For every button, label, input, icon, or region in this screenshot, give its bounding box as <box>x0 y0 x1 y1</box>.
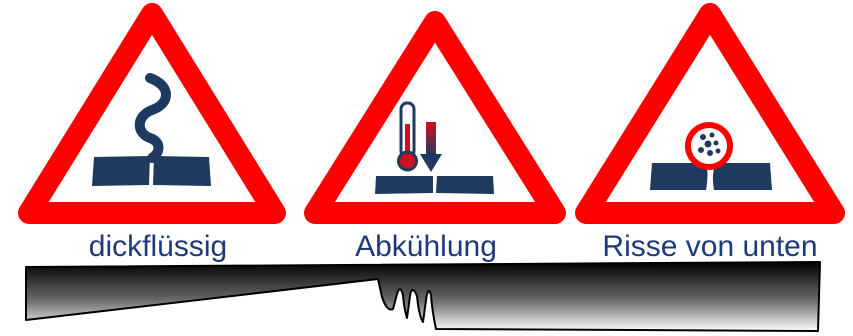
warning-sign-viscous <box>29 14 275 213</box>
sign-label-cooling: Abkühlung <box>296 228 556 266</box>
warning-sign-cooling <box>315 22 555 213</box>
warning-triangle-icon <box>586 14 834 213</box>
warning-sign-cracks <box>586 14 834 213</box>
sign-label-viscous: dickflüssig <box>28 228 288 266</box>
sign-label-cracks: Risse von unten <box>580 228 840 266</box>
warning-triangle-icon <box>315 22 555 213</box>
road-surface-cross-section <box>26 262 820 331</box>
